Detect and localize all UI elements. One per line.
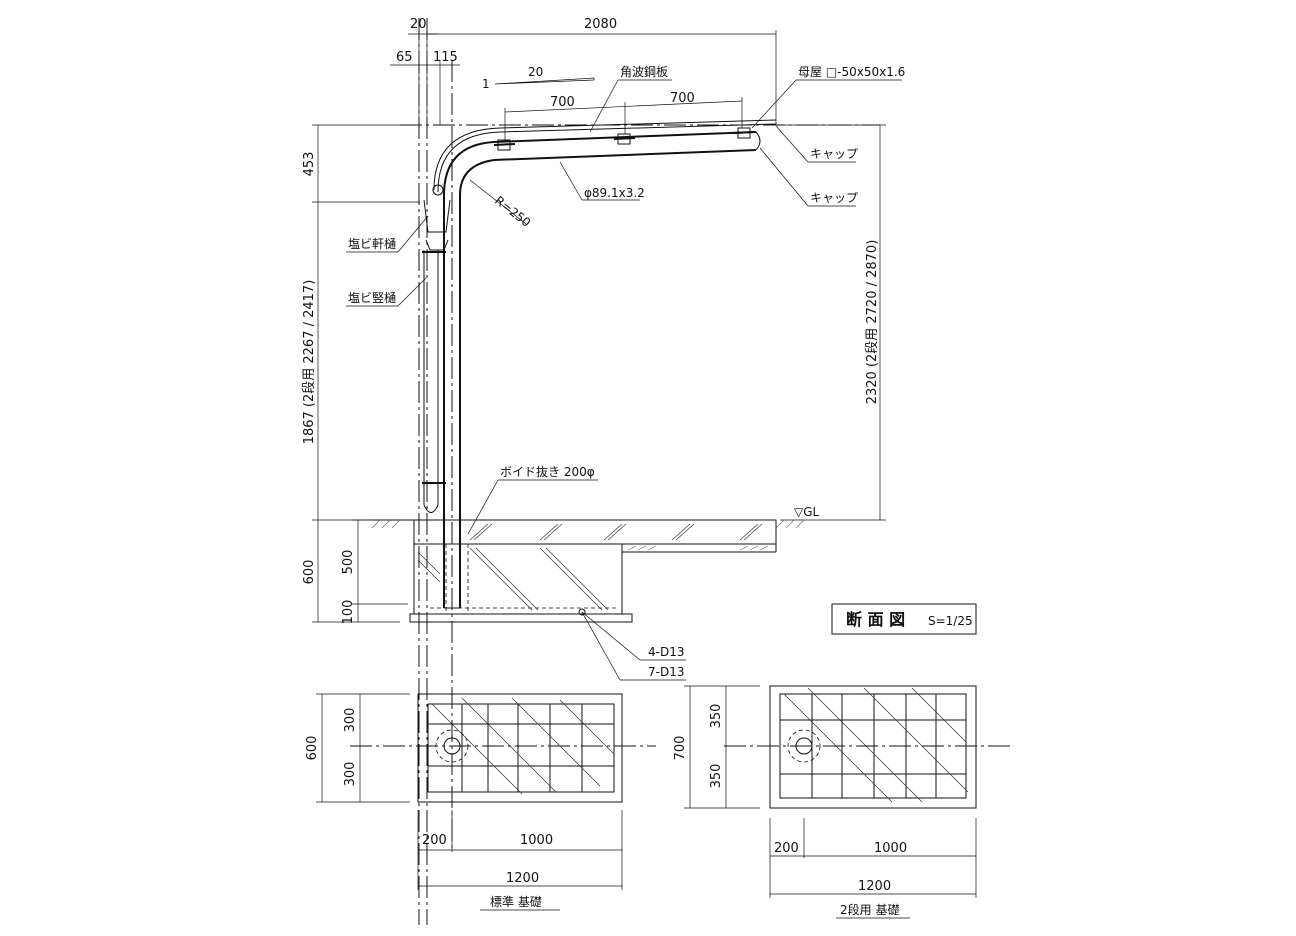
plan-std-dim-300-top: 300 [343, 708, 358, 733]
plan-double-foundation: 700 350 350 200 1000 1200 2段用 基礎 [673, 685, 1012, 919]
label-cap-top: キャップ [810, 147, 858, 161]
dim-500: 500 [341, 550, 356, 575]
label-radius: R=250 [492, 193, 533, 229]
dim-2080: 2080 [584, 17, 617, 32]
label-ground-level: ▽GL [794, 505, 820, 519]
dim-600: 600 [302, 560, 317, 585]
dim-100: 100 [341, 600, 356, 625]
dim-700-left: 700 [550, 95, 575, 110]
dim-700-right: 700 [670, 91, 695, 106]
plan-dbl-dim-350-top: 350 [709, 704, 724, 729]
title-block: 断 面 図 S=1/25 [831, 603, 977, 635]
label-rebar-4d13: 4-D13 [648, 645, 684, 659]
title-scale: S=1/25 [928, 614, 973, 628]
caption-double-foundation: 2段用 基礎 [840, 902, 899, 917]
plan-std-dim-1200: 1200 [506, 871, 539, 886]
label-cap-beam: キャップ [810, 191, 858, 205]
plan-dbl-dim-350-bottom: 350 [709, 764, 724, 789]
foundation-section: ▽GL [371, 505, 820, 623]
dim-65: 65 [396, 50, 413, 65]
canopy-structure [422, 119, 777, 609]
dim-453: 453 [302, 152, 317, 177]
side-dimensions: 453 1867 (2段用 2267 / 2417) 600 500 100 2… [302, 124, 886, 625]
plan-dbl-dim-200: 200 [774, 841, 799, 856]
plan-dbl-dim-1000: 1000 [874, 841, 907, 856]
plan-std-dim-1000: 1000 [520, 833, 553, 848]
callouts: 角波鋼板 母屋 □-50x50x1.6 キャップ キャップ φ89.1x3.2 … [346, 65, 905, 681]
label-rebar-7d13: 7-D13 [648, 665, 684, 679]
plan-std-dim-600: 600 [305, 736, 320, 761]
title-main: 断 面 図 [846, 610, 905, 629]
plan-std-dim-300-bottom: 300 [343, 762, 358, 787]
label-roof-sheet: 角波鋼板 [620, 65, 668, 79]
dim-2320: 2320 (2段用 2720 / 2870) [865, 240, 880, 405]
plan-std-dim-200: 200 [422, 833, 447, 848]
slope-run: 20 [528, 65, 543, 79]
label-void: ボイド抜き 200φ [500, 465, 595, 479]
dim-1867: 1867 (2段用 2267 / 2417) [302, 280, 317, 445]
label-eaves-gutter: 塩ビ軒樋 [348, 236, 396, 251]
label-purlin: 母屋 □-50x50x1.6 [798, 65, 905, 79]
label-down-pipe: 塩ビ竪樋 [348, 290, 396, 305]
plan-dbl-dim-700: 700 [673, 736, 688, 761]
slope-rise: 1 [482, 77, 490, 91]
plan-standard-foundation: 600 300 300 200 1000 1200 標準 基礎 [305, 693, 656, 911]
plan-dbl-dim-1200: 1200 [858, 879, 891, 894]
dim-115: 115 [433, 50, 458, 65]
label-pipe-size: φ89.1x3.2 [584, 186, 645, 200]
dim-20: 20 [410, 17, 427, 32]
caption-standard-foundation: 標準 基礎 [490, 894, 542, 909]
